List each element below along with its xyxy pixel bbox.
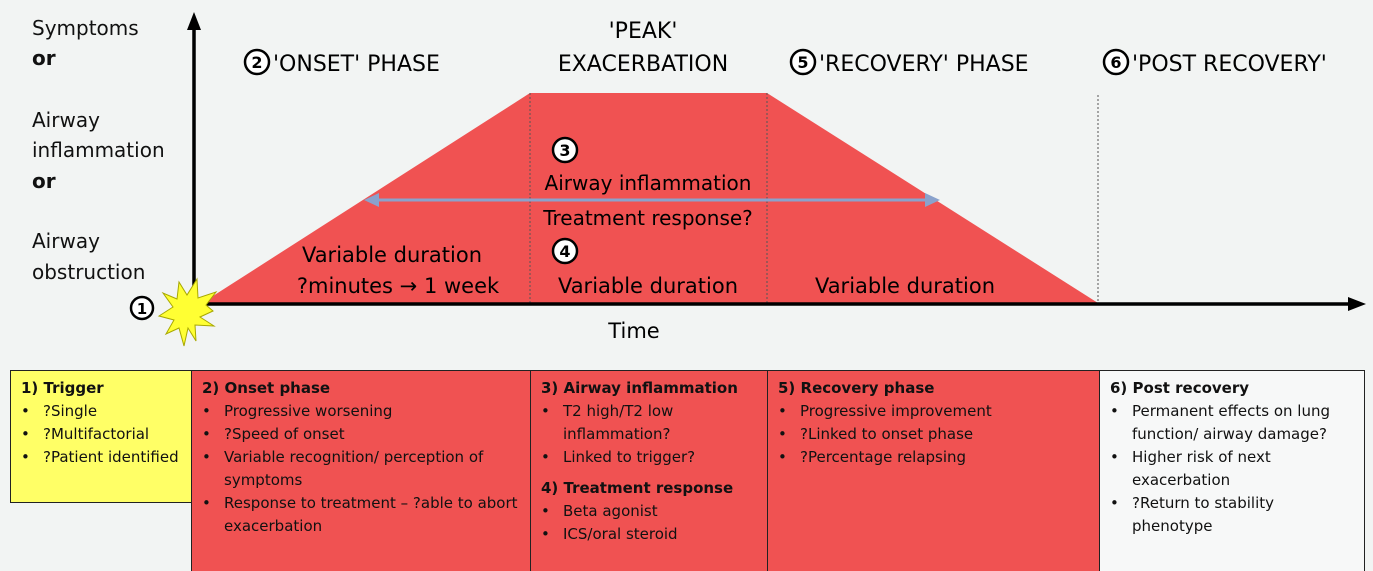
onset-number-circle — [243, 48, 271, 76]
airway-inflammation-label: Airway inflammation — [545, 171, 752, 195]
x-axis-label: Time — [607, 319, 659, 343]
treatment-box-list: Beta agonist ICS/oral steroid — [541, 500, 759, 546]
list-item: Higher risk of next exacerbation — [1110, 446, 1356, 492]
list-item: T2 high/T2 low inflammation? — [541, 400, 759, 446]
trigger-number: 1 — [137, 300, 147, 318]
y-label-line: Airway — [32, 108, 100, 132]
list-item: Linked to trigger? — [541, 446, 759, 469]
trigger-box-list: ?Single ?Multifactorial ?Patient identif… — [21, 400, 183, 469]
list-item: Response to treatment – ?able to abort e… — [202, 492, 518, 538]
list-item: Permanent effects on lung function/ airw… — [1110, 400, 1356, 446]
list-item: ?Single — [21, 400, 183, 423]
list-item: ?Patient identified — [21, 446, 183, 469]
list-item: Progressive worsening — [202, 400, 518, 423]
y-label-line: Symptoms — [32, 16, 139, 40]
onset-duration-line1: Variable duration — [302, 243, 482, 267]
y-label-line: inflammation — [32, 138, 165, 162]
post-box-list: Permanent effects on lung function/ airw… — [1110, 400, 1356, 538]
treatment-box-title: 4) Treatment response — [541, 479, 734, 497]
y-label-line: obstruction — [32, 260, 145, 284]
onset-box-list: Progressive worsening ?Speed of onset Va… — [202, 400, 522, 538]
post-number: 6 — [1110, 53, 1121, 72]
onset-box-title: 2) Onset phase — [202, 379, 331, 397]
recovery-box: 5) Recovery phase Progressive improvemen… — [767, 370, 1100, 571]
peak-header-line2: EXACERBATION — [558, 52, 728, 77]
trigger-box: 1) Trigger ?Single ?Multifactorial ?Pati… — [10, 370, 192, 503]
recovery-number-circle — [789, 48, 817, 76]
post-box-title: 6) Post recovery — [1110, 379, 1250, 397]
arrowhead-right — [925, 193, 940, 207]
marker-4: 4 — [559, 242, 570, 261]
airway-inflammation-box: 3) Airway inflammation T2 high/T2 low in… — [530, 370, 768, 571]
recovery-box-list: Progressive improvement ?Linked to onset… — [778, 400, 1091, 469]
recovery-number: 5 — [797, 53, 808, 72]
peak-header-line1: 'PEAK' — [609, 19, 678, 44]
marker-3-circle — [551, 136, 579, 164]
marker-3: 3 — [559, 141, 570, 160]
trigger-number-circle — [129, 295, 155, 321]
post-recovery-box: 6) Post recovery Permanent effects on lu… — [1099, 370, 1365, 571]
list-item: ?Multifactorial — [21, 423, 183, 446]
post-number-circle — [1102, 48, 1130, 76]
trigger-starburst-icon — [157, 277, 218, 347]
onset-phase-header: 'ONSET' PHASE — [273, 52, 440, 77]
y-label-line: or — [32, 46, 56, 70]
list-item: ?Percentage relapsing — [778, 446, 1091, 469]
x-axis-arrowhead — [1348, 297, 1366, 311]
marker-4-circle — [551, 237, 579, 265]
exacerbation-trapezoid — [202, 93, 1098, 303]
list-item: ?Return to stability phenotype — [1110, 492, 1356, 538]
recovery-duration: Variable duration — [815, 274, 995, 298]
y-axis-arrowhead — [187, 12, 201, 30]
airway-box-list: T2 high/T2 low inflammation? Linked to t… — [541, 400, 759, 469]
post-recovery-header: 'POST RECOVERY' — [1132, 52, 1327, 77]
arrowhead-left — [364, 193, 379, 207]
list-item: ?Speed of onset — [202, 423, 518, 446]
treatment-response-label: Treatment response? — [542, 206, 753, 230]
recovery-box-title: 5) Recovery phase — [778, 379, 935, 397]
list-item: ICS/oral steroid — [541, 523, 759, 546]
y-label-line: or — [32, 169, 56, 193]
onset-duration-line2: ?minutes → 1 week — [297, 274, 500, 298]
peak-duration: Variable duration — [558, 274, 738, 298]
list-item: Variable recognition/ perception of symp… — [202, 446, 518, 492]
airway-box-title: 3) Airway inflammation — [541, 379, 738, 397]
recovery-phase-header: 'RECOVERY' PHASE — [819, 52, 1029, 77]
onset-box: 2) Onset phase Progressive worsening ?Sp… — [191, 370, 531, 571]
list-item: Beta agonist — [541, 500, 759, 523]
y-label-line: Airway — [32, 229, 100, 253]
list-item: Progressive improvement — [778, 400, 1091, 423]
trigger-box-title: 1) Trigger — [21, 379, 104, 397]
list-item: ?Linked to onset phase — [778, 423, 1091, 446]
onset-number: 2 — [251, 53, 262, 72]
